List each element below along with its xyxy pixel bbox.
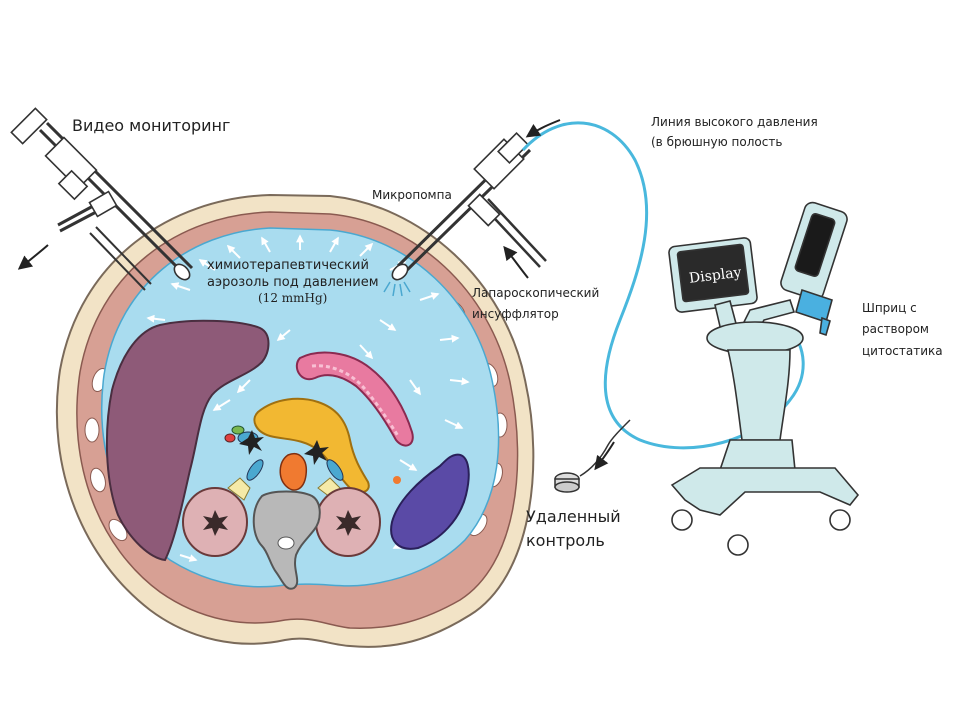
remote-arrow — [594, 441, 615, 471]
label-remote-2: контроль — [526, 531, 605, 550]
kidney-left-hilum — [203, 510, 228, 536]
label-insufflator-1: Лапароскопический — [472, 286, 599, 300]
vessel-blue-3 — [326, 459, 344, 481]
label-remote-1: Удаленный — [526, 507, 621, 526]
insufflator-arrow — [503, 245, 529, 279]
lymph-node-left — [239, 430, 264, 455]
aorta — [279, 453, 308, 491]
pump-stand — [668, 201, 860, 556]
label-micropump: Микропомпа — [372, 188, 452, 202]
vessel-orange — [393, 476, 401, 484]
label-syringe-3: цитостатика — [862, 344, 943, 358]
adrenal-left — [227, 477, 251, 501]
spleen — [390, 453, 470, 550]
liver — [105, 319, 270, 562]
micropump-trocar — [391, 132, 547, 281]
label-video-monitoring: Видео мониторинг — [72, 116, 230, 135]
video-trocar — [10, 107, 194, 291]
label-aerosol-2: аэрозоль под давлением — [207, 275, 379, 290]
intestine-fold — [311, 364, 400, 437]
label-display: Display — [688, 265, 742, 287]
label-aerosol-1: химиотерапевтический — [207, 258, 369, 273]
remote-cable — [579, 419, 631, 477]
kidney-right-hilum — [336, 510, 361, 536]
label-syringe-2: раствором — [862, 322, 929, 336]
spray-lines — [383, 281, 411, 297]
lymph-node-right — [304, 440, 329, 465]
intestine — [295, 351, 414, 447]
remote-device — [554, 472, 580, 493]
vessel-blue-2 — [246, 459, 264, 481]
vessel-red — [224, 433, 236, 443]
tube-direction-arrow — [525, 119, 561, 138]
vessel-green — [231, 425, 245, 435]
label-high-pressure-line-2: (в брюшную полость — [651, 135, 782, 149]
label-pressure: (12 mmHg) — [258, 291, 327, 305]
spinal-canal — [277, 536, 295, 550]
video-arrow — [17, 244, 49, 270]
label-high-pressure-line-1: Линия высокого давления — [651, 115, 818, 129]
label-syringe-1: Шприц с — [862, 301, 917, 315]
label-insufflator-2: инсуффлятор — [472, 307, 559, 321]
abdomen-cross-section — [55, 193, 535, 648]
high-pressure-line — [521, 121, 805, 450]
